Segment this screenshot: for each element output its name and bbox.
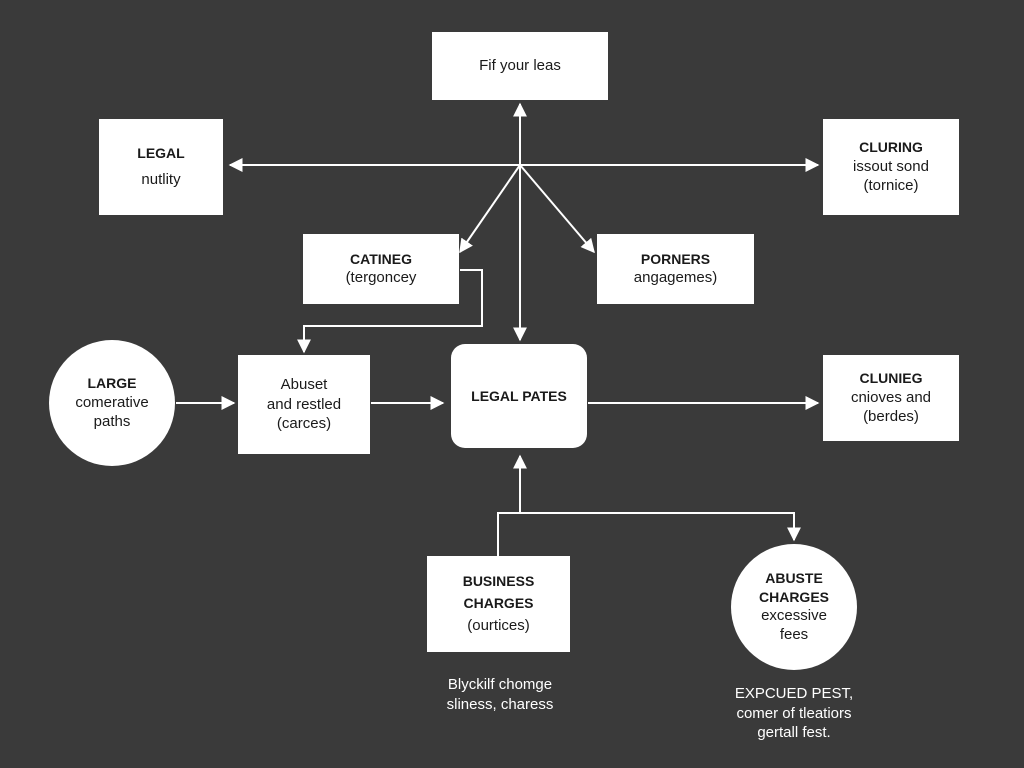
node-business-title-1: BUSINESS xyxy=(462,573,535,590)
node-cluring-text-1: issout sond xyxy=(853,157,929,175)
node-business-text: (ourtices) xyxy=(467,617,530,635)
node-clunieg-text-2: (berdes) xyxy=(863,408,919,426)
caption-business-line-2: sliness, charess xyxy=(446,695,554,713)
node-abuset-text-3: (carces) xyxy=(276,415,332,433)
node-abuste-text-2: fees xyxy=(779,626,809,644)
node-porners[interactable]: PORNERS angagemes) xyxy=(597,234,754,304)
node-large-text-2: paths xyxy=(93,413,131,431)
connector-hub-to-porners xyxy=(519,164,595,254)
node-top-label: Fif your leas xyxy=(479,57,561,75)
caption-abuste-line-2: comer of tleatiors xyxy=(736,704,852,722)
node-center-title: LEGAL PATES xyxy=(471,387,567,404)
caption-abuste-line-3: gertall fest. xyxy=(757,724,831,741)
connector-catineg-to-abuset xyxy=(297,269,483,354)
node-cluring-title: CLURING xyxy=(859,139,923,156)
node-large-title: LARGE xyxy=(87,375,137,392)
node-abuste-text-1: excessive xyxy=(761,606,827,624)
node-porners-title: PORNERS xyxy=(640,251,711,268)
caption-abuste-line-1: EXPCUED PEST, xyxy=(734,685,854,702)
node-legal-nutlity[interactable]: LEGAL nutlity xyxy=(99,119,223,215)
node-center[interactable]: LEGAL PATES xyxy=(451,344,587,448)
node-catineg[interactable]: CATINEG (tergoncey xyxy=(303,234,459,304)
node-clunieg-text-1: cnioves and xyxy=(850,388,932,406)
node-catineg-text: (tergoncey xyxy=(345,269,417,287)
node-abuste-title-1: ABUSTE xyxy=(765,570,823,587)
node-abuste-charges[interactable]: ABUSTE CHARGES excessive fees xyxy=(731,544,857,670)
node-cluring-text-2: (tornice) xyxy=(863,177,919,195)
node-clunieg[interactable]: CLUNIEG cnioves and (berdes) xyxy=(823,355,959,441)
node-porners-text: angagemes) xyxy=(633,269,718,287)
node-catineg-title: CATINEG xyxy=(350,251,412,268)
node-abuset[interactable]: Abuset and restled (carces) xyxy=(238,355,370,454)
caption-business-line-1: Blyckilf chomge xyxy=(447,676,553,693)
node-cluring[interactable]: CLURING issout sond (tornice) xyxy=(823,119,959,215)
node-business-charges[interactable]: BUSINESS CHARGES (ourtices) xyxy=(427,556,570,652)
node-legal-nutlity-title: LEGAL xyxy=(137,145,185,162)
connector-branch-to-abuste xyxy=(520,512,801,542)
connector-business-to-center xyxy=(497,454,527,556)
node-top[interactable]: Fif your leas xyxy=(432,32,608,100)
connector-hub-to-catineg xyxy=(459,164,521,254)
node-abuset-text-2: and restled xyxy=(266,395,342,413)
node-large[interactable]: LARGE comerative paths xyxy=(49,340,175,466)
node-business-title-2: CHARGES xyxy=(463,595,534,612)
node-abuset-text-1: Abuset xyxy=(280,376,328,394)
node-abuste-title-2: CHARGES xyxy=(758,588,829,605)
node-large-text-1: comerative xyxy=(75,393,149,411)
node-legal-nutlity-text: nutlity xyxy=(141,171,181,189)
caption-business: Blyckilf chomge sliness, charess xyxy=(418,675,582,714)
node-clunieg-title: CLUNIEG xyxy=(859,370,923,387)
caption-abuste: EXPCUED PEST, comer of tleatiors gertall… xyxy=(710,684,878,743)
